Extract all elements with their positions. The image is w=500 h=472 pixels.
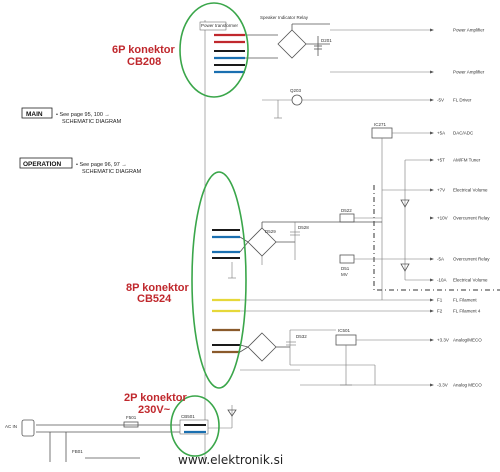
cb524-name: 8P konektor bbox=[126, 282, 189, 294]
signal-pin-11: +3.3V bbox=[437, 338, 449, 343]
ac-in-label: AC IN bbox=[5, 424, 17, 429]
signal-pin-7: -5A bbox=[437, 257, 444, 262]
signal-name-2: FL Driver bbox=[453, 98, 472, 103]
cb524-section: D528 D529 D522 D51 MV D532 IC501 bbox=[212, 208, 430, 386]
signal-pin-6: +10V bbox=[437, 216, 448, 221]
cb208-code: CB208 bbox=[127, 56, 161, 68]
signal-arrow-2 bbox=[430, 98, 434, 102]
operation-box-label: OPERATION bbox=[23, 161, 61, 168]
signal-name-6: Overcurrent Relay bbox=[453, 216, 490, 221]
d529-label: D529 bbox=[265, 229, 276, 234]
f501-label: F501 bbox=[126, 415, 137, 420]
signal-arrow-8 bbox=[430, 278, 434, 282]
signal-name-12: Analog MECO bbox=[453, 383, 482, 388]
signal-name-4: AM/FM Tuner bbox=[453, 158, 481, 163]
signal-pin-3: +5A bbox=[437, 131, 445, 136]
mains-section: AC IN F501 FB01 CB501 bbox=[5, 405, 237, 462]
signal-name-0: Power Amplifier bbox=[453, 28, 485, 33]
mains-voltage: 230V~ bbox=[138, 404, 171, 416]
d51-label: D51 bbox=[341, 266, 350, 271]
signal-arrow-10 bbox=[430, 309, 434, 313]
board-boundary bbox=[373, 185, 500, 291]
signal-arrow-5 bbox=[430, 188, 434, 192]
ic501-box bbox=[335, 334, 357, 346]
signal-pin-5: +7V bbox=[437, 188, 445, 193]
signal-pin-2: -5V bbox=[437, 98, 444, 103]
signal-name-8: Electrical Volume bbox=[453, 278, 488, 283]
main-note: MAIN • See page 95, 100 → SCHEMATIC DIAG… bbox=[21, 107, 122, 125]
q203-label: Q203 bbox=[290, 88, 302, 93]
q203-block: Q203 bbox=[262, 88, 430, 119]
q203-transistor bbox=[291, 94, 303, 106]
d522-box bbox=[339, 213, 355, 223]
signal-name-11: Analog/MECO bbox=[453, 338, 482, 343]
ac-plug bbox=[21, 419, 35, 437]
signal-arrow-0 bbox=[430, 28, 434, 32]
signal-arrow-1 bbox=[430, 70, 434, 74]
signal-arrow-4 bbox=[430, 158, 434, 162]
signal-arrow-12 bbox=[430, 383, 434, 387]
d528-label: D528 bbox=[298, 225, 309, 230]
d522-label: D522 bbox=[341, 208, 352, 213]
d51-box bbox=[339, 254, 355, 264]
fuse bbox=[123, 421, 139, 428]
signal-name-5: Electrical Volume bbox=[453, 188, 488, 193]
d532-label: D532 bbox=[296, 334, 307, 339]
signal-name-7: Overcurrent Relay bbox=[453, 257, 490, 262]
transformer-box bbox=[199, 21, 227, 31]
signal-name-1: Power Amplifier bbox=[453, 70, 485, 75]
signal-pin-9: F1 bbox=[437, 298, 443, 303]
signal-arrow-7 bbox=[430, 257, 434, 261]
signal-name-10: FL Filament 4 bbox=[453, 309, 481, 314]
operation-note: OPERATION • See page 96, 97 → SCHEMATIC … bbox=[19, 157, 142, 175]
top-note: Speaker Indicator Relay bbox=[260, 15, 309, 20]
mains-name: 2P konektor bbox=[124, 392, 187, 404]
watermark: www.elektronik.si bbox=[178, 453, 283, 467]
signal-pin-8: -10A bbox=[437, 278, 447, 283]
signal-arrow-6 bbox=[430, 216, 434, 220]
main-box-label: MAIN bbox=[26, 111, 43, 118]
signal-arrow-3 bbox=[430, 131, 434, 135]
signal-name-9: FL Filament bbox=[453, 298, 477, 303]
cb501-label: CB501 bbox=[181, 414, 195, 419]
operation-box bbox=[19, 157, 73, 169]
ic271-block: IC271 bbox=[371, 122, 430, 300]
signal-name-3: DAC/ADC bbox=[453, 131, 474, 136]
signal-pin-4: +5T bbox=[437, 158, 445, 163]
bridge-rectifier-lower bbox=[247, 332, 277, 362]
main-note-line1: • See page 95, 100 → bbox=[56, 112, 110, 118]
signal-arrow-9 bbox=[430, 298, 434, 302]
mains-highlight-oval bbox=[170, 395, 220, 457]
ic501-label: IC501 bbox=[338, 328, 351, 333]
cb208-highlight-oval bbox=[179, 2, 249, 98]
signal-pin-10: F2 bbox=[437, 309, 443, 314]
mv-label: MV bbox=[341, 272, 348, 277]
d201-label: D201 bbox=[321, 38, 332, 43]
cb208-section: Power transformer Speaker Indicator Rela… bbox=[199, 15, 430, 74]
fb01-label: FB01 bbox=[72, 449, 83, 454]
cb524-highlight-oval bbox=[191, 171, 247, 389]
signal-arrow-11 bbox=[430, 338, 434, 342]
signal-pin-12: -3.3V bbox=[437, 383, 448, 388]
main-box bbox=[21, 107, 53, 119]
ic271-box bbox=[371, 127, 393, 139]
cb524-code: CB524 bbox=[137, 293, 172, 305]
operation-note-line1: • See page 96, 97 → bbox=[76, 162, 127, 168]
main-note-line2: SCHEMATIC DIAGRAM bbox=[62, 119, 122, 125]
operation-note-line2: SCHEMATIC DIAGRAM bbox=[82, 169, 142, 175]
cb501-box bbox=[179, 419, 209, 435]
ic271-label: IC271 bbox=[374, 122, 387, 127]
transformer-label: Power transformer bbox=[201, 23, 239, 28]
bridge-rectifier-top bbox=[277, 29, 307, 59]
cb208-name: 6P konektor bbox=[112, 44, 175, 56]
